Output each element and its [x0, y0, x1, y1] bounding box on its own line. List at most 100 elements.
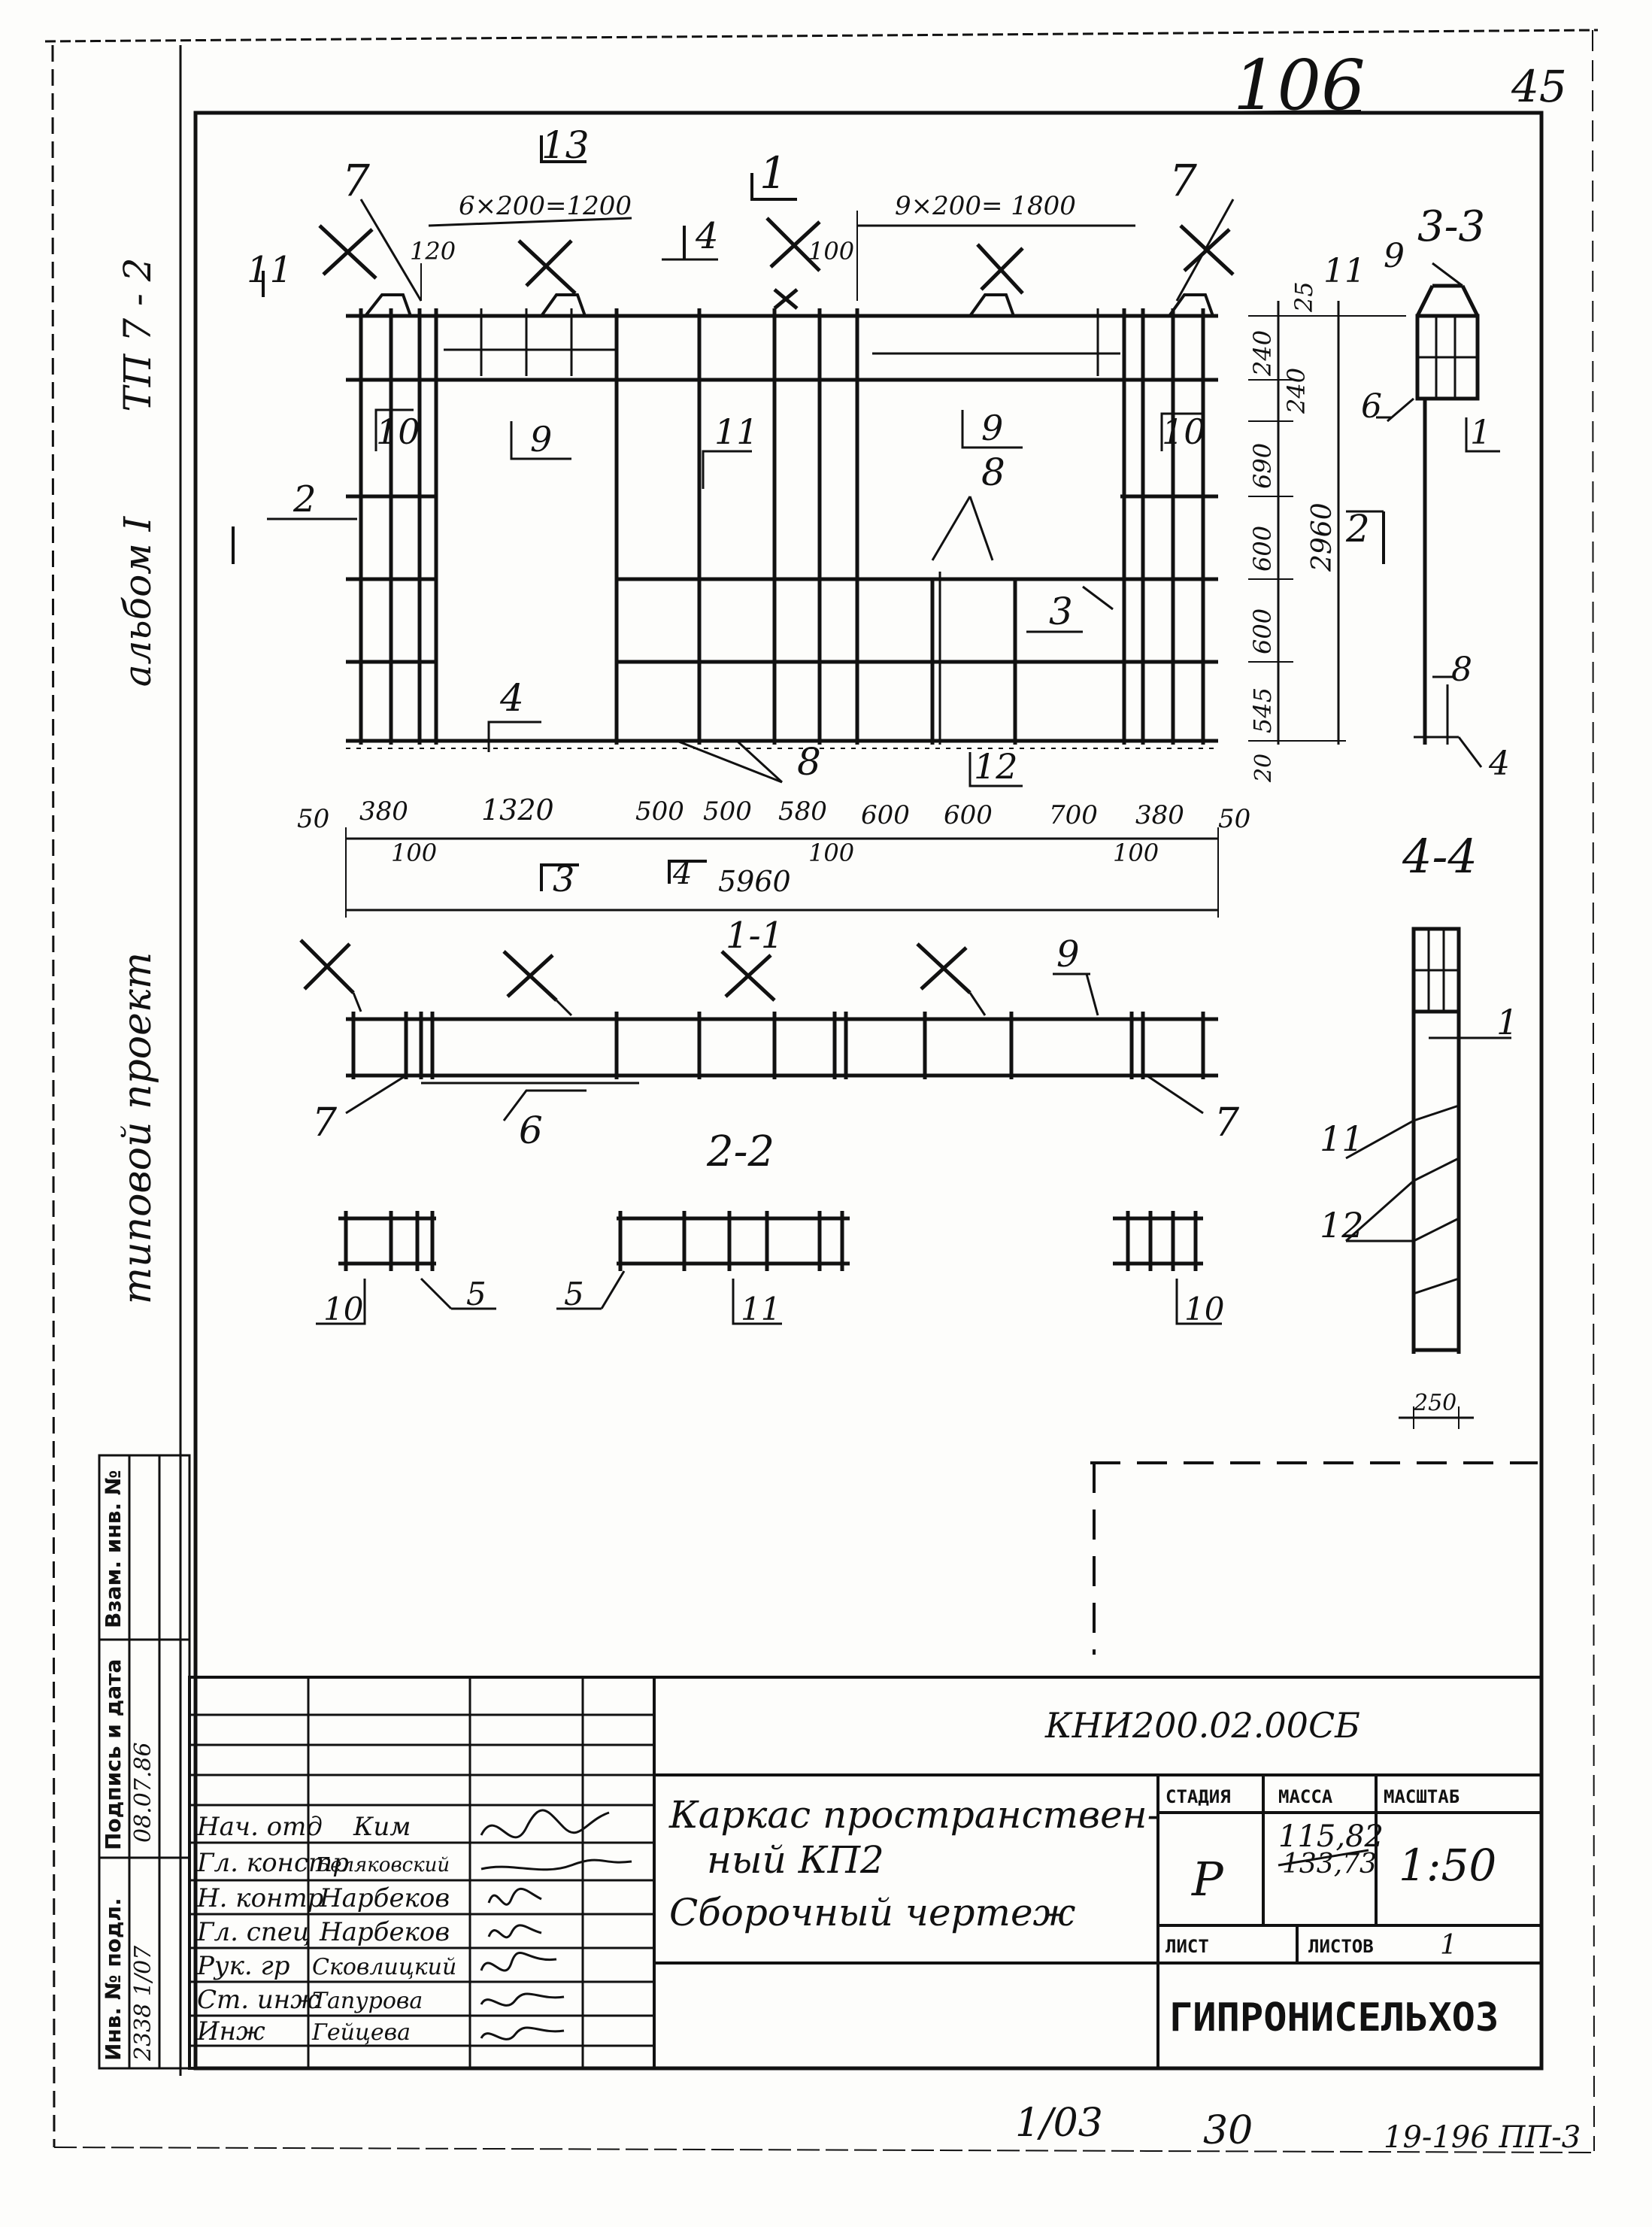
- role-1: Гл. констр: [196, 1848, 349, 1878]
- title-block: [188, 1676, 1543, 2070]
- role-6: Инж: [196, 2016, 265, 2046]
- mass-struck: 133,73: [1282, 1849, 1377, 1880]
- callout-13: 13: [541, 123, 590, 167]
- s22-5a: 5: [466, 1276, 487, 1312]
- s33-6: 6: [1361, 387, 1382, 426]
- s22-10b: 10: [1184, 1291, 1224, 1327]
- callout-9a: 9: [530, 419, 552, 460]
- stamp-sign-date: Подпись и дата: [101, 1659, 126, 1850]
- s33-1: 1: [1470, 414, 1491, 452]
- section-1-1: [299, 939, 1218, 1121]
- callout-10b: 10: [1162, 411, 1206, 452]
- stamp-inv-value: 2338 1/07: [130, 1945, 156, 2062]
- callout-2: 2: [293, 478, 317, 520]
- dim-top-left: 6×200=1200: [459, 191, 632, 221]
- callout-9b: 9: [981, 408, 1003, 448]
- role-4: Рук. гр: [196, 1951, 289, 1981]
- sheets-label: ЛИСТОВ: [1308, 1936, 1374, 1957]
- s44-12: 12: [1320, 1205, 1364, 1245]
- s11-6: 6: [519, 1109, 543, 1152]
- h-600b: 600: [944, 800, 993, 830]
- dim-120: 120: [410, 237, 456, 265]
- name-5: Тапурова: [312, 1988, 423, 2014]
- strip-tp-text: ТП 7 - 2: [116, 257, 159, 411]
- section-3-3-title: 3-3: [1417, 202, 1485, 251]
- main-elevation: [232, 135, 1385, 918]
- v-2960: 2960: [1307, 502, 1338, 572]
- scale-header: МАСШТАБ: [1384, 1786, 1460, 1807]
- s44-250: 250: [1413, 1390, 1456, 1416]
- dim-top-right: 9×200= 1800: [895, 191, 1076, 221]
- name-1: Беляковский: [315, 1854, 450, 1877]
- name-2: Нарбеков: [319, 1883, 450, 1913]
- h-1320: 1320: [481, 793, 554, 827]
- scale-value: 1:50: [1399, 1840, 1496, 1891]
- s11-7b: 7: [1214, 1100, 1240, 1145]
- v-240b: 240: [1282, 368, 1311, 414]
- s22-11: 11: [741, 1291, 781, 1327]
- role-2: Н. контр: [196, 1883, 323, 1913]
- callout-7b: 7: [1169, 155, 1197, 206]
- h-580: 580: [778, 796, 827, 827]
- v-20: 20: [1250, 754, 1277, 783]
- title-line-1: Каркас пространствен-: [668, 1793, 1160, 1837]
- role-3: Гл. спец: [196, 1917, 311, 1947]
- role-0: Нач. отд: [196, 1812, 323, 1842]
- h-500a: 500: [635, 796, 684, 827]
- h-5960: 5960: [718, 865, 791, 898]
- v-690: 690: [1248, 443, 1277, 489]
- role-5: Ст. инж: [197, 1985, 320, 2015]
- callout-4: 4: [695, 215, 719, 257]
- stamp-date-value: 08.07.86: [130, 1742, 156, 1843]
- title-line-3: Сборочный чертеж: [669, 1891, 1076, 1934]
- s33-9: 9: [1384, 237, 1405, 275]
- callout-4b: 4: [499, 676, 524, 720]
- strip-project-text: типовой проект: [115, 952, 160, 1304]
- v-600b: 600: [1248, 608, 1277, 654]
- name-6: Гейцева: [311, 2019, 411, 2046]
- corner-number: 45: [1511, 61, 1567, 112]
- bottom-left-number: 1/03: [1015, 2101, 1103, 2146]
- callout-1: 1: [759, 147, 787, 199]
- name-3: Нарбеков: [319, 1917, 450, 1947]
- name-0: Ким: [353, 1812, 411, 1842]
- title-line-2: ный КП2: [707, 1838, 884, 1882]
- h-100c: 100: [1113, 839, 1159, 867]
- dimension-labels: 6×200=1200 9×200= 1800 120 100 7 7 1 13 …: [247, 123, 1518, 1416]
- stamp-replace-inv: Взам. инв. №: [101, 1470, 126, 1628]
- sheets-value: 1: [1440, 1930, 1457, 1961]
- h-3: 3: [553, 859, 574, 900]
- h-4: 4: [672, 857, 692, 891]
- h-380a: 380: [359, 796, 408, 827]
- s44-11: 11: [1320, 1118, 1364, 1159]
- v-25: 25: [1290, 281, 1318, 313]
- s33-11: 11: [1323, 252, 1366, 290]
- h-700: 700: [1049, 800, 1098, 830]
- h-100b: 100: [808, 839, 854, 867]
- mass-value: 115,82: [1278, 1819, 1384, 1854]
- mass-header: МАССА: [1278, 1786, 1333, 1807]
- strip-album-text: альбом I: [116, 515, 159, 687]
- callout-2b: 2: [1345, 507, 1370, 551]
- callout-10a: 10: [376, 411, 420, 452]
- h-600a: 600: [861, 800, 910, 830]
- callout-11a: 11: [247, 249, 293, 291]
- section-4-4-title: 4-4: [1402, 829, 1478, 884]
- stamp-inv-orig: Инв. № подл.: [101, 1898, 126, 2061]
- callout-7a: 7: [342, 155, 370, 206]
- section-4-4: [1345, 927, 1511, 1429]
- stage-value: Р: [1191, 1852, 1224, 1907]
- h-100a: 100: [391, 839, 437, 867]
- s22-5b: 5: [564, 1276, 584, 1312]
- h-500b: 500: [703, 796, 752, 827]
- callout-11b: 11: [714, 411, 759, 452]
- h-50b: 50: [1218, 804, 1250, 834]
- callout-12: 12: [974, 746, 1018, 787]
- section-3-3: [1342, 262, 1500, 768]
- h-380b: 380: [1135, 800, 1184, 830]
- s33-4: 4: [1488, 745, 1510, 783]
- signatures: [480, 1809, 632, 2040]
- v-545: 545: [1248, 687, 1277, 733]
- side-strip: ТП 7 - 2 альбом I типовой проект: [115, 257, 160, 1304]
- section-1-1-title: 1-1: [726, 915, 784, 957]
